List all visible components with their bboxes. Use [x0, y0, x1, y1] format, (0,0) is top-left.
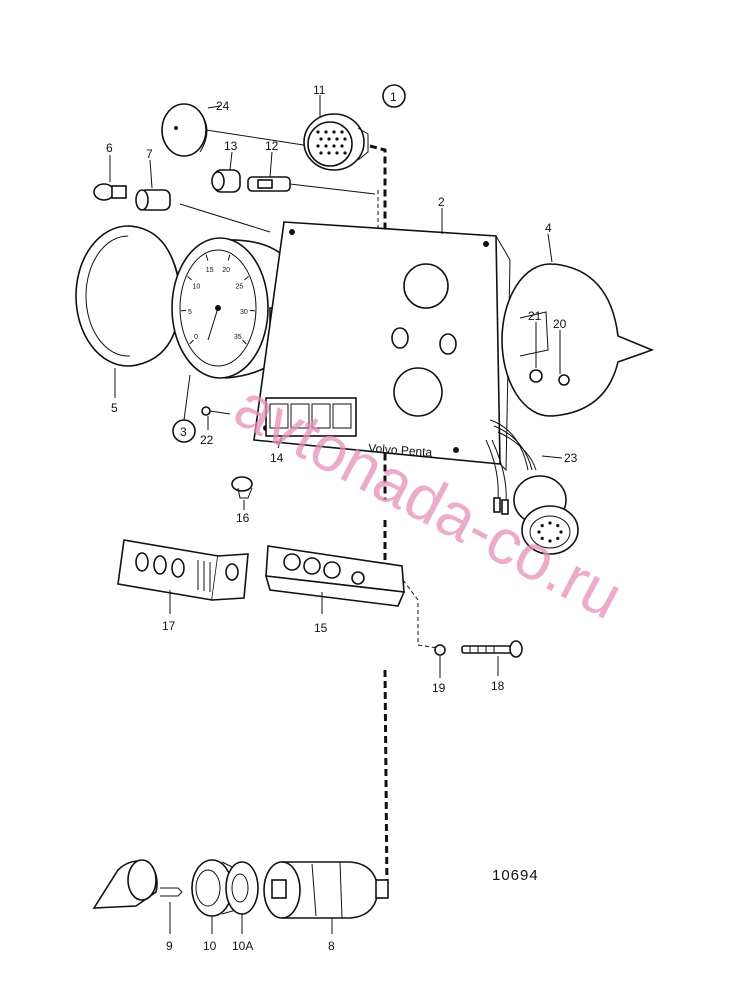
- gauge-tick-mark: [189, 339, 194, 345]
- callout-7: 7: [146, 147, 153, 161]
- gauge-tick-mark: [242, 339, 247, 345]
- callout-8: 8: [328, 939, 335, 953]
- gauge-tick-mark: [227, 254, 231, 261]
- part-22-screw: [201, 406, 231, 430]
- part-15-switch-panel: [264, 545, 406, 614]
- callout-1-circle: [382, 84, 406, 108]
- gauge-tick-label: 30: [240, 309, 248, 316]
- connector-pin: [327, 137, 331, 141]
- callout-24: 24: [216, 99, 230, 113]
- gauge-tick-mark: [205, 254, 209, 261]
- callout-3-circle: [172, 419, 196, 443]
- part-11-connector: [303, 95, 369, 171]
- connector-pin: [327, 151, 331, 155]
- callout-13: 13: [224, 139, 238, 153]
- gauge-tick-label: 20: [222, 267, 230, 274]
- gauge-tick-label: 35: [234, 334, 242, 341]
- part-20-screw: [558, 330, 570, 386]
- callout-18: 18: [491, 679, 505, 693]
- part-4-housing: [501, 233, 655, 417]
- connector-pin: [316, 130, 320, 134]
- part-6-bulb: [93, 155, 127, 201]
- connector-pin: [319, 151, 323, 155]
- callout-15: 15: [314, 621, 328, 635]
- plug-pin: [540, 524, 544, 528]
- callout-1: 1: [390, 90, 397, 104]
- part-16-clip: [231, 476, 253, 510]
- gauge-tick-label: 5: [188, 309, 192, 316]
- callout-3: 3: [180, 425, 187, 439]
- callout-4: 4: [545, 221, 552, 235]
- gauge-tick-mark: [244, 276, 249, 281]
- gauge-tick-label: 25: [235, 283, 243, 290]
- connector-pin: [332, 130, 336, 134]
- callout-5: 5: [111, 401, 118, 415]
- part-12-bulb-holder: [247, 151, 376, 195]
- callout-17: 17: [162, 619, 176, 633]
- callout-9: 9: [166, 939, 173, 953]
- part-13-socket: [211, 151, 241, 193]
- connector-pin: [343, 151, 347, 155]
- connector-pin: [324, 144, 328, 148]
- connector-pin: [340, 144, 344, 148]
- part-9-key: [92, 859, 183, 934]
- part-17-switch-bracket: [117, 539, 249, 614]
- plug-pin: [540, 536, 544, 540]
- callout-21: 21: [528, 309, 542, 323]
- plug-pin: [548, 521, 552, 525]
- plug-pin: [556, 536, 560, 540]
- callout-12: 12: [265, 139, 279, 153]
- gauge-tick-label: 10: [193, 283, 201, 290]
- connector-pin: [343, 137, 347, 141]
- callout-10: 10: [203, 939, 217, 953]
- connector-pin: [316, 144, 320, 148]
- connector-pin: [340, 130, 344, 134]
- callout-23: 23: [564, 451, 578, 465]
- part-18-bolt: [461, 640, 523, 676]
- part-24-cap: [161, 103, 311, 157]
- plug-pin: [548, 539, 552, 543]
- connector-pin: [335, 137, 339, 141]
- callout-20: 20: [553, 317, 567, 331]
- connector-pin: [324, 130, 328, 134]
- part-21-nut: [529, 322, 543, 383]
- reference-number: 10694: [492, 867, 539, 884]
- part-8-ignition-switch: [263, 861, 389, 934]
- callout-10a: 10A: [232, 939, 253, 953]
- part-5-bezel-ring: [75, 225, 181, 398]
- callout-16: 16: [236, 511, 250, 525]
- part-14-lamp-strip: [265, 397, 357, 449]
- connector-pin: [332, 144, 336, 148]
- plug-pin: [537, 530, 541, 534]
- plug-pin: [559, 530, 563, 534]
- panel-brand-text: Volvo Penta: [368, 441, 433, 459]
- part-10a-washer: [225, 861, 259, 934]
- gauge-tick-mark: [187, 276, 192, 281]
- gauge-tick-label: 0: [194, 334, 198, 341]
- callout-11: 11: [313, 83, 326, 97]
- part-7-bulb-socket: [135, 159, 271, 233]
- callout-6: 6: [106, 141, 113, 155]
- connector-pin: [319, 137, 323, 141]
- callout-2: 2: [438, 195, 445, 209]
- connector-pin: [335, 151, 339, 155]
- part-19-washer: [434, 644, 446, 678]
- part-23-harness: [485, 419, 579, 555]
- plug-pin: [556, 524, 560, 528]
- callout-14: 14: [270, 451, 284, 465]
- callout-19: 19: [432, 681, 446, 695]
- callout-22: 22: [200, 433, 214, 447]
- gauge-tick-label: 15: [206, 267, 214, 274]
